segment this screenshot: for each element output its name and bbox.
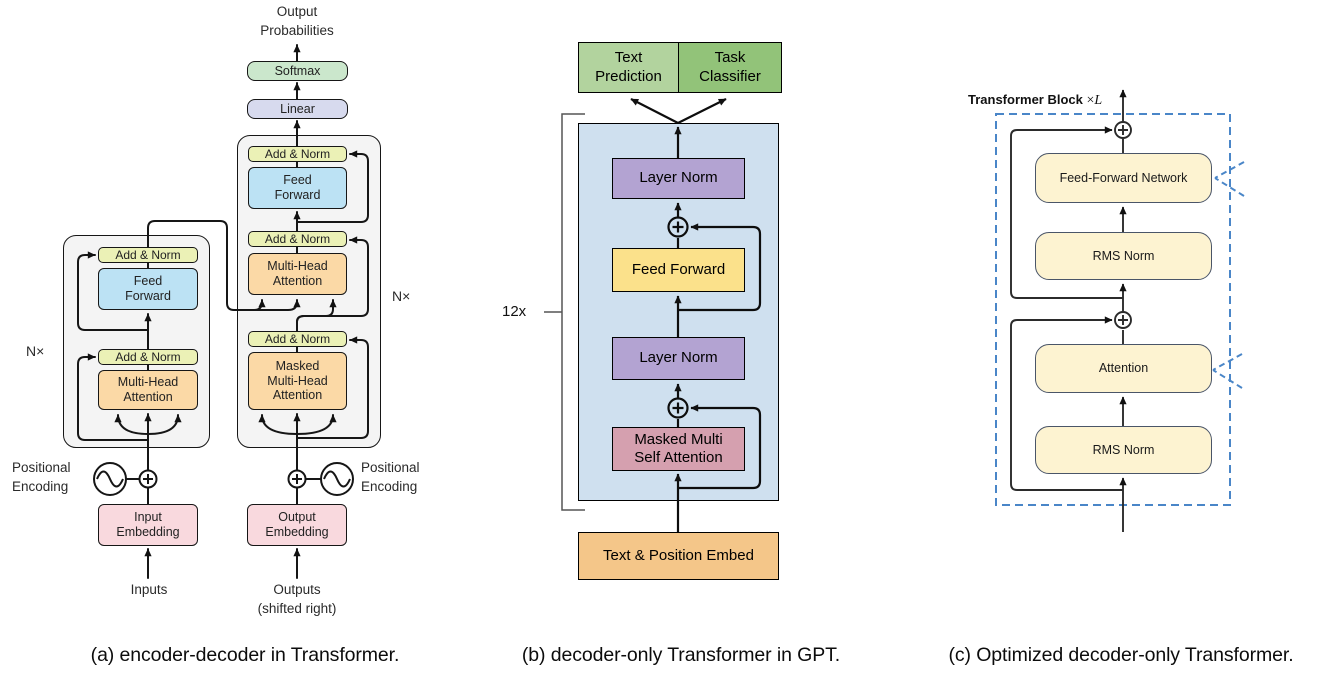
inputs-label: Inputs: [130, 582, 168, 597]
linear-box: Linear: [247, 99, 348, 119]
positional-encoding-left-label: Positional Encoding: [12, 460, 71, 494]
transformer-block-title: Transformer Block ×L: [968, 92, 1102, 109]
task-classifier-box: Task Classifier: [678, 42, 782, 93]
caption-a: (a) encoder-decoder in Transformer.: [90, 644, 400, 666]
encoder-multi-head-attention-box: Multi-Head Attention: [98, 370, 198, 410]
encoder-add-norm-1: Add & Norm: [98, 349, 198, 365]
caption-b: (b) decoder-only Transformer in GPT.: [521, 644, 841, 666]
transformer-block-dashed-border: [995, 113, 1245, 506]
times-l-label: ×L: [1086, 93, 1103, 108]
positional-encoding-left-icon: [93, 462, 158, 496]
rms-norm-upper-box: RMS Norm: [1035, 232, 1212, 280]
decoder-multi-head-attention-box: Multi-Head Attention: [248, 253, 347, 295]
attention-box: Attention: [1035, 344, 1212, 393]
n-times-right-label: N×: [392, 288, 411, 304]
callout-chevron-ffn: [1214, 161, 1245, 197]
repeat-12x-label: 12x: [502, 303, 527, 320]
decoder-feed-forward-box: Feed Forward: [248, 167, 347, 209]
gpt-flow-lines: [630, 98, 762, 532]
decoder-add-norm-1: Add & Norm: [248, 331, 347, 347]
positional-encoding-right-label: Positional Encoding: [361, 460, 420, 494]
feed-forward-network-box: Feed-Forward Network: [1035, 153, 1212, 203]
callout-chevron-attention: [1212, 353, 1243, 389]
transformer-block-title-text: Transformer Block: [968, 92, 1083, 107]
caption-c: (c) Optimized decoder-only Transformer.: [948, 644, 1294, 666]
text-prediction-box: Text Prediction: [578, 42, 679, 93]
text-position-embed-box: Text & Position Embed: [578, 532, 779, 580]
decoder-add-norm-2: Add & Norm: [248, 231, 347, 247]
encoder-add-norm-2: Add & Norm: [98, 247, 198, 263]
n-times-left-label: N×: [26, 343, 45, 359]
layer-norm-bottom-box: Layer Norm: [612, 337, 745, 380]
encoder-flow-lines: [77, 220, 301, 579]
positional-encoding-right-icon: [287, 462, 354, 496]
output-probabilities-label: Output Probabilities: [260, 4, 334, 38]
encoder-feed-forward-box: Feed Forward: [98, 268, 198, 310]
decoder-add-norm-3: Add & Norm: [248, 146, 347, 162]
masked-multi-self-attention-box: Masked Multi Self Attention: [612, 427, 745, 471]
rms-norm-lower-box: RMS Norm: [1035, 426, 1212, 474]
decoder-flow-lines: [258, 44, 369, 579]
output-embedding-box: Output Embedding: [247, 504, 347, 546]
softmax-box: Softmax: [247, 61, 348, 81]
input-embedding-box: Input Embedding: [98, 504, 198, 546]
feed-forward-box: Feed Forward: [612, 248, 745, 292]
repeat-bracket: [544, 113, 585, 511]
masked-multi-head-attention-box: Masked Multi-Head Attention: [248, 352, 347, 410]
layer-norm-top-box: Layer Norm: [612, 158, 745, 199]
outputs-label: Outputs (shifted right): [257, 582, 337, 616]
optimized-decoder-flow-lines: [1010, 89, 1132, 532]
